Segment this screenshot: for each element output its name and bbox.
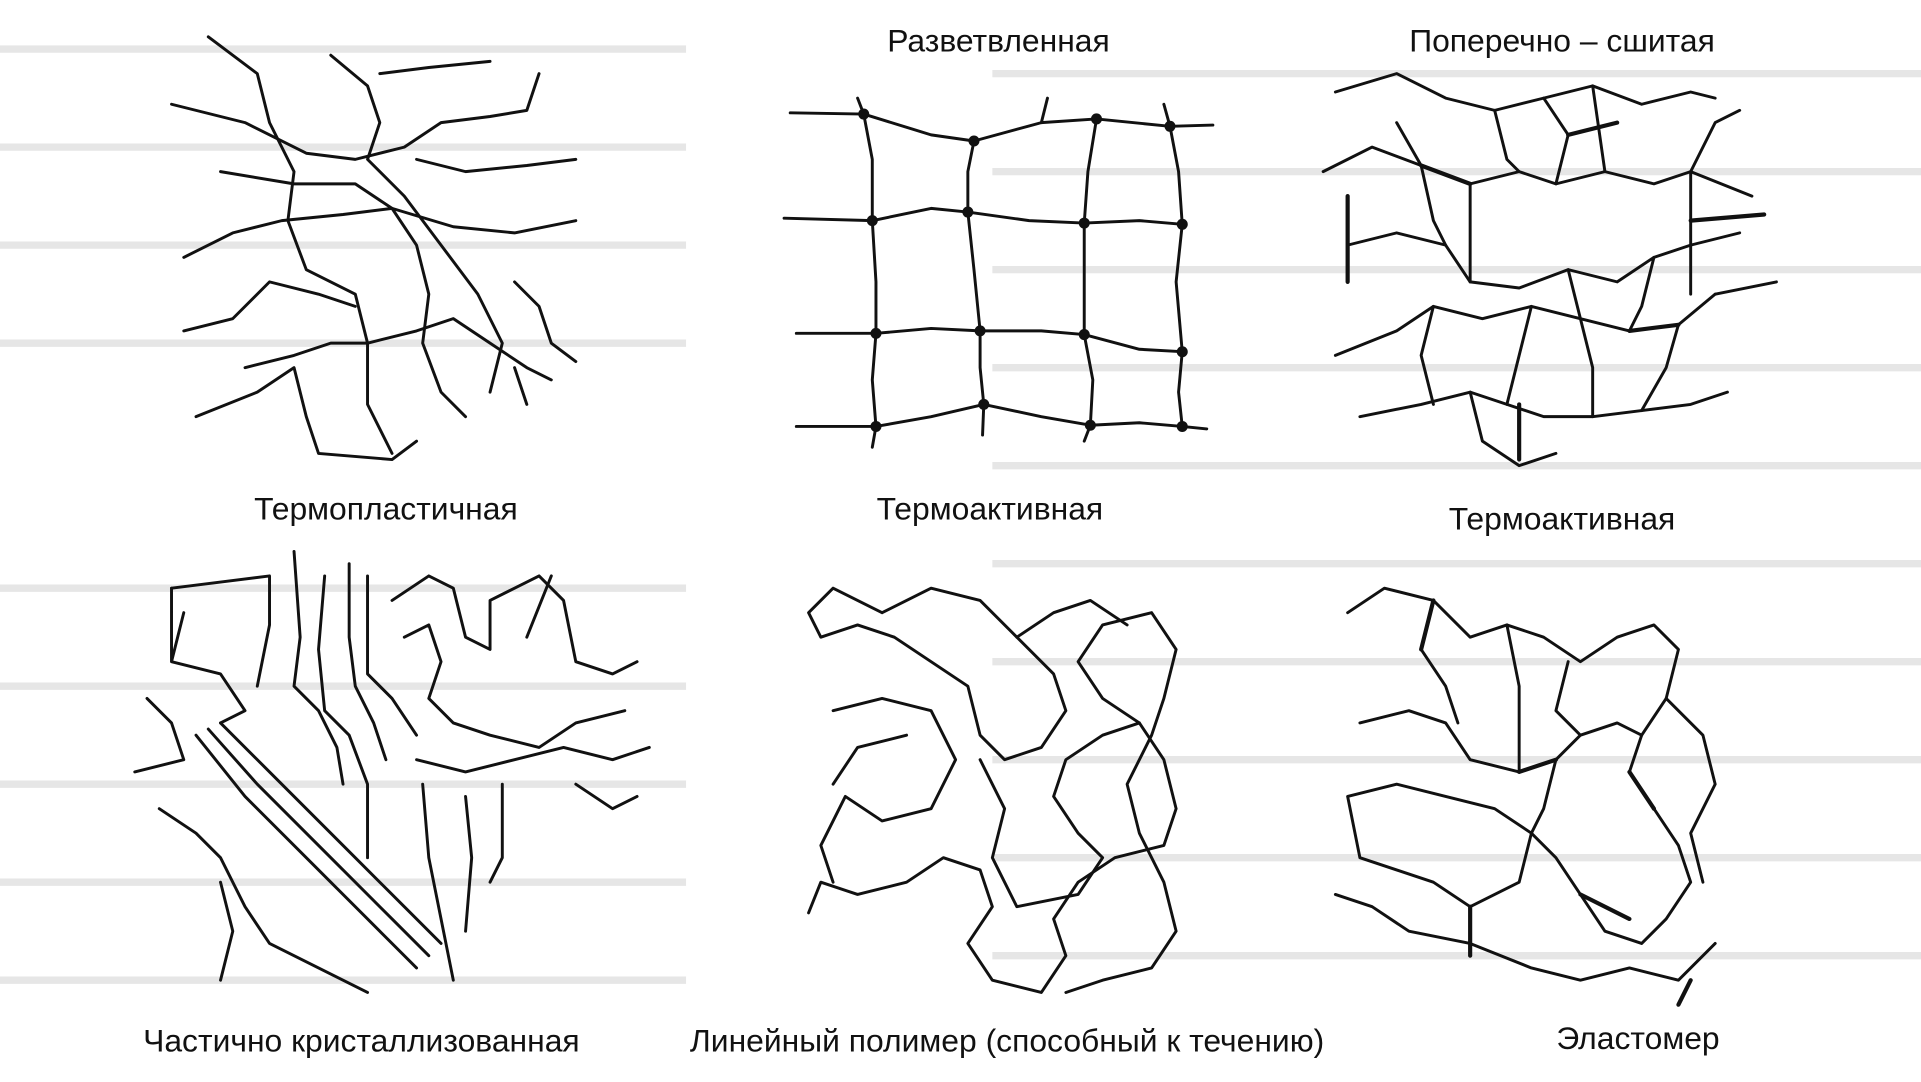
thermoplastic-structure: [170, 35, 578, 461]
label-thermoset-branched: Термоактивная: [877, 491, 1104, 527]
semicrystalline-structure: [133, 549, 651, 994]
label-semicrystalline: Частично кристаллизованная: [143, 1022, 580, 1058]
label-elastomer: Эластомер: [1556, 1020, 1719, 1056]
label-thermoplastic: Термопластичная: [254, 491, 518, 527]
linear-polymer-structure: [807, 586, 1178, 994]
label-thermoset-crosslinked: Термоактивная: [1449, 500, 1676, 536]
label-branched: Разветвленная: [887, 23, 1110, 59]
label-linear-polymer: Линейный полимер (способный к течению): [690, 1022, 1324, 1058]
crosslinked-structure: [1321, 72, 1778, 468]
branched-structure: [782, 96, 1215, 449]
branch-point-nodes: [858, 108, 1188, 432]
elastomer-structure: [1333, 586, 1717, 1007]
label-crosslinked: Поперечно – сшитая: [1409, 23, 1715, 59]
